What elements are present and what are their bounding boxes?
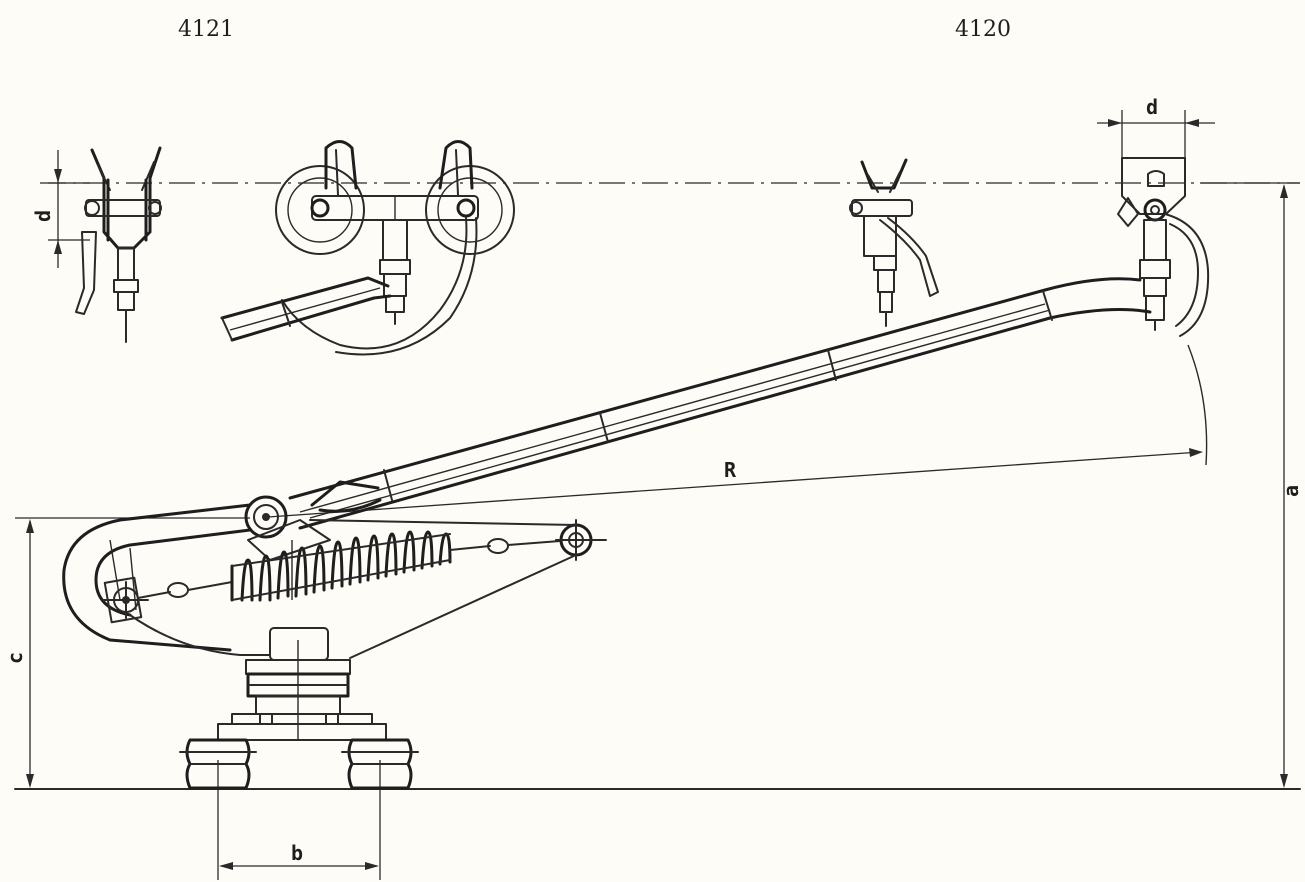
dimension-c-label: c xyxy=(3,652,27,664)
head-4120-side xyxy=(849,158,939,327)
radius-R-label: R xyxy=(724,458,737,482)
dimension-a-label: a xyxy=(1279,485,1303,497)
dimension-b: b xyxy=(217,760,381,880)
tension-spring xyxy=(103,519,607,659)
main-arm xyxy=(288,277,1152,530)
head-4121-front xyxy=(220,140,515,356)
head-4121-side xyxy=(75,146,162,343)
dimension-a: a xyxy=(1200,182,1303,788)
dimension-c: c xyxy=(3,517,250,788)
dimension-d-left: d xyxy=(31,150,90,268)
radius-R: R xyxy=(267,344,1208,518)
model-label-4121: 4121 xyxy=(178,17,234,42)
dimension-d-right: d xyxy=(1097,95,1215,160)
model-label-4120: 4120 xyxy=(955,17,1011,42)
base-pedestal xyxy=(179,627,419,790)
base-pivot xyxy=(62,495,331,656)
dimension-b-label: b xyxy=(291,841,303,865)
head-4120-front xyxy=(1117,157,1210,337)
dimension-d-right-label: d xyxy=(1146,95,1158,119)
dimension-d-left-label: d xyxy=(31,210,55,222)
